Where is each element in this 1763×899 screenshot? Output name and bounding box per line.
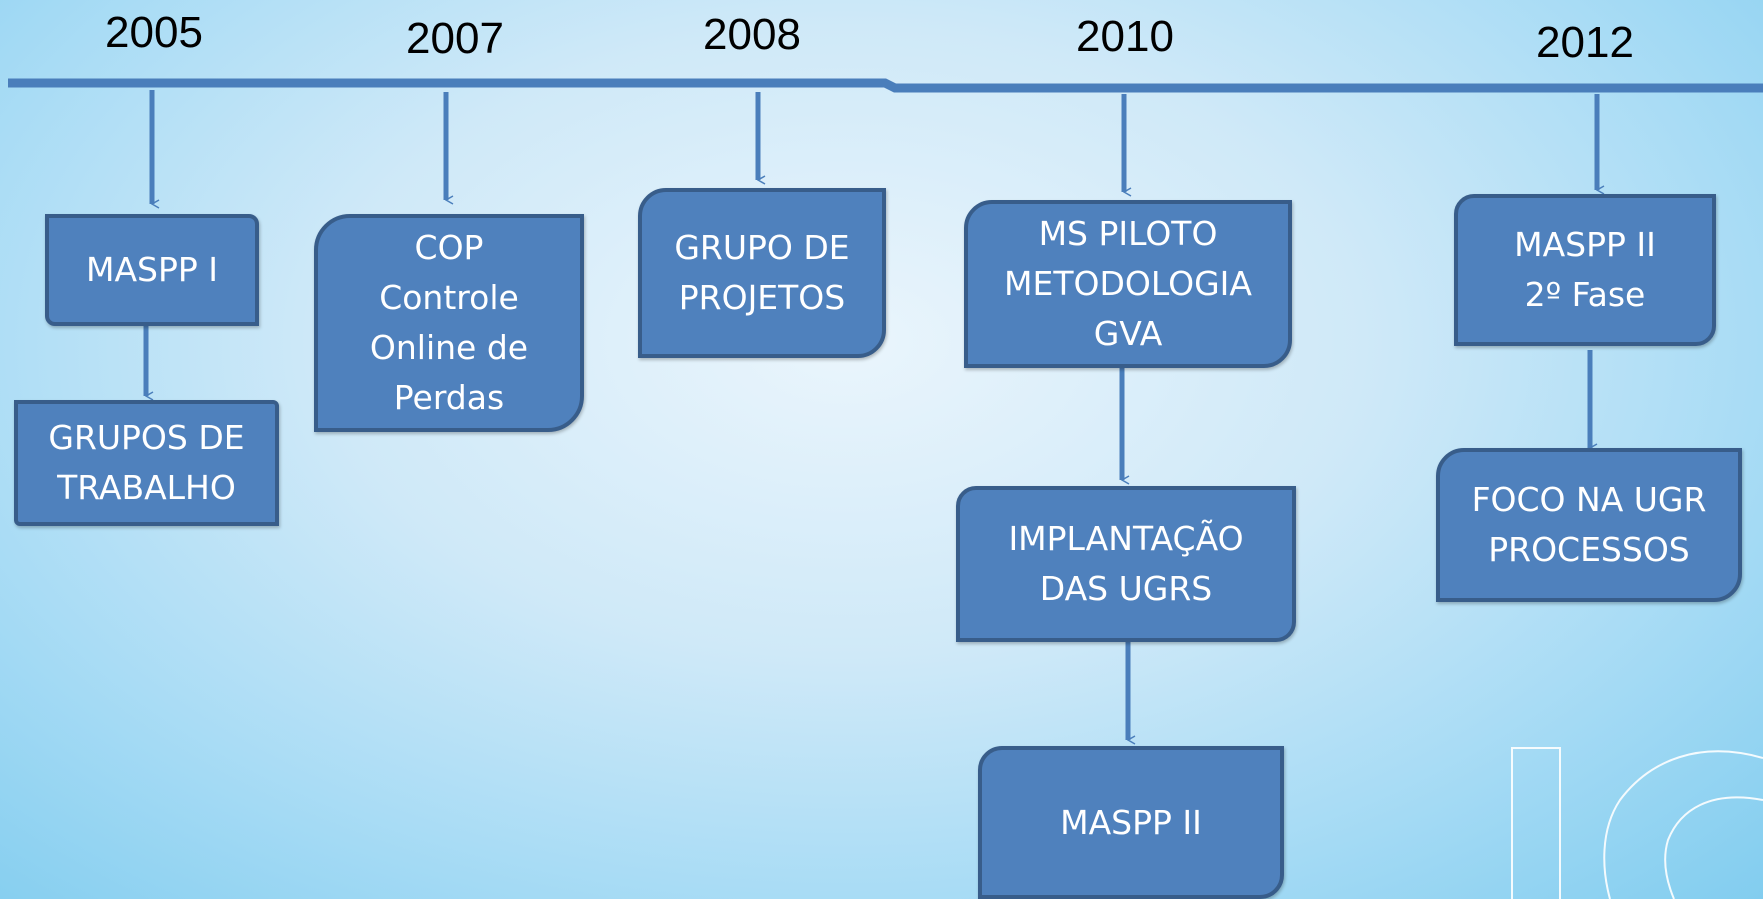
box-ms-piloto: MS PILOTO METODOLOGIA GVA xyxy=(964,200,1292,368)
box-cop: COP Controle Online de Perdas xyxy=(314,214,584,432)
timeline-line xyxy=(8,78,1763,93)
year-2005: 2005 xyxy=(105,8,203,57)
box-implantacao: IMPLANTAÇÃO DAS UGRS xyxy=(956,486,1296,642)
year-2010: 2010 xyxy=(1076,12,1174,61)
year-2007: 2007 xyxy=(406,14,504,63)
year-2012: 2012 xyxy=(1536,18,1634,67)
box-maspp-ii-2-fase: MASPP II 2º Fase xyxy=(1454,194,1716,346)
box-grupos-de-trabalho: GRUPOS DE TRABALHO xyxy=(14,400,279,526)
corner-logo xyxy=(1511,747,1763,899)
box-grupo-de-projetos: GRUPO DE PROJETOS xyxy=(638,188,886,358)
box-maspp-ii-2010: MASPP II xyxy=(978,746,1284,899)
year-2008: 2008 xyxy=(703,10,801,59)
box-maspp-i: MASPP I xyxy=(45,214,259,326)
box-foco-na-ugr: FOCO NA UGR PROCESSOS xyxy=(1436,448,1742,602)
